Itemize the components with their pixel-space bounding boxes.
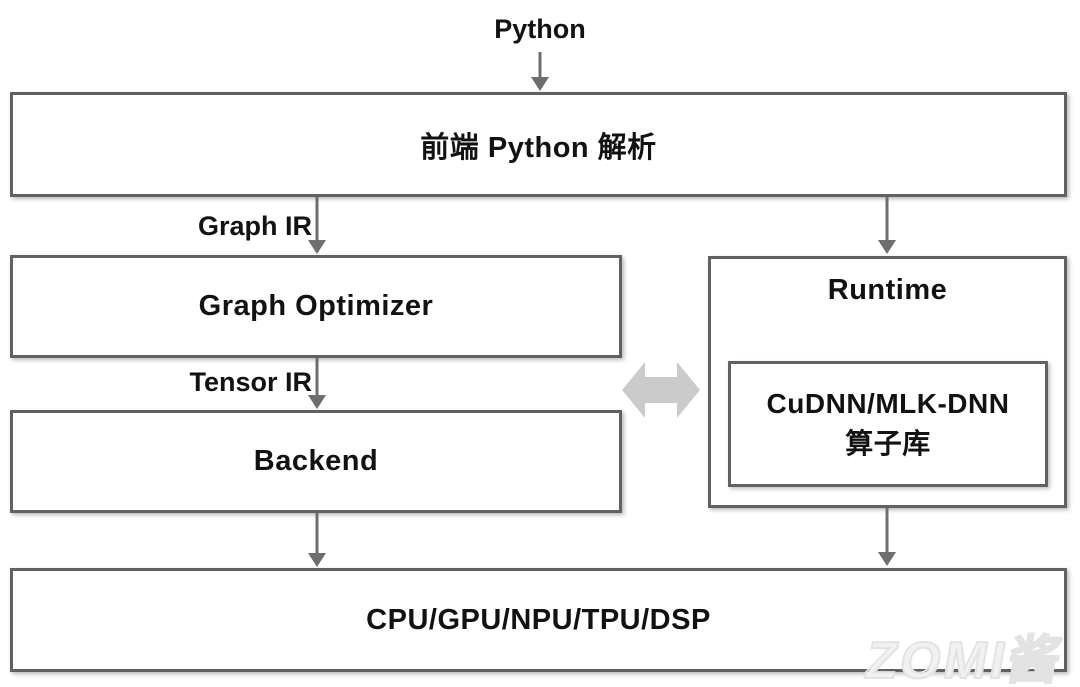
hardware-box: CPU/GPU/NPU/TPU/DSP (10, 568, 1067, 672)
hardware-label: CPU/GPU/NPU/TPU/DSP (366, 603, 711, 636)
arrow-runtime-to-hardware-icon (877, 508, 897, 566)
arrow-frontend-to-runtime-icon (877, 197, 897, 254)
kernel-library-line2: 算子库 (845, 428, 931, 459)
frontend-parse-label: 前端 Python 解析 (420, 131, 657, 164)
graph-optimizer-box: Graph Optimizer (10, 255, 622, 358)
kernel-library-line1: CuDNN/MLK-DNN (766, 388, 1010, 419)
tensor-ir-edge-label: Tensor IR (189, 367, 312, 397)
backend-box: Backend (10, 410, 622, 513)
watermark-text: ZOMI酱 (860, 631, 1069, 687)
backend-label: Backend (253, 445, 379, 477)
graph-ir-edge-label: Graph IR (197, 211, 312, 241)
kernel-library-box: CuDNN/MLK-DNN 算子库 (728, 361, 1048, 487)
arrow-frontend-to-optimizer-icon (307, 197, 327, 254)
arrow-optimizer-to-backend-icon (307, 358, 327, 409)
arrow-python-to-frontend-icon (530, 52, 550, 91)
graph-optimizer-label: Graph Optimizer (198, 290, 434, 322)
frontend-parse-box: 前端 Python 解析 (10, 92, 1067, 197)
python-entry-label: Python (494, 14, 586, 44)
bidirectional-arrow-icon (622, 362, 700, 418)
arrow-backend-to-hardware-icon (307, 513, 327, 567)
runtime-box: Runtime CuDNN/MLK-DNN 算子库 (708, 256, 1067, 508)
runtime-label: Runtime (827, 274, 948, 306)
